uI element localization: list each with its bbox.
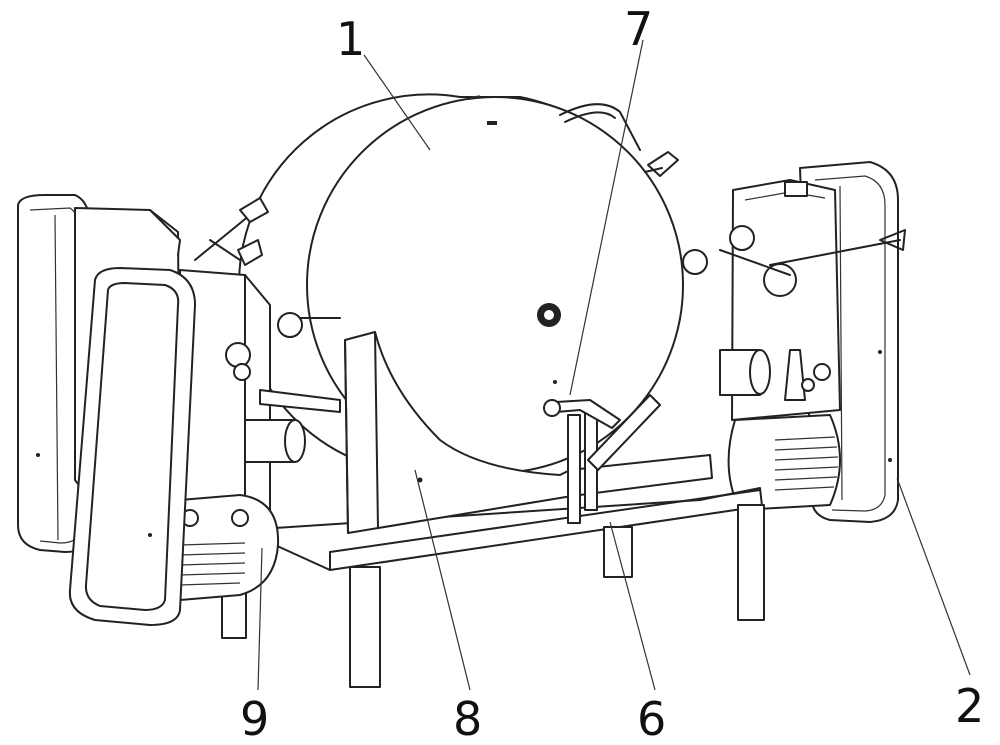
callout-9: 9 — [240, 692, 269, 745]
callout-6: 6 — [637, 692, 666, 745]
callout-7: 7 — [624, 2, 653, 56]
right-unit — [683, 162, 905, 522]
callout-2: 2 — [955, 679, 984, 733]
callout-1: 1 — [336, 12, 365, 66]
leader-line-2 — [897, 478, 970, 675]
callout-8: 8 — [453, 692, 482, 745]
